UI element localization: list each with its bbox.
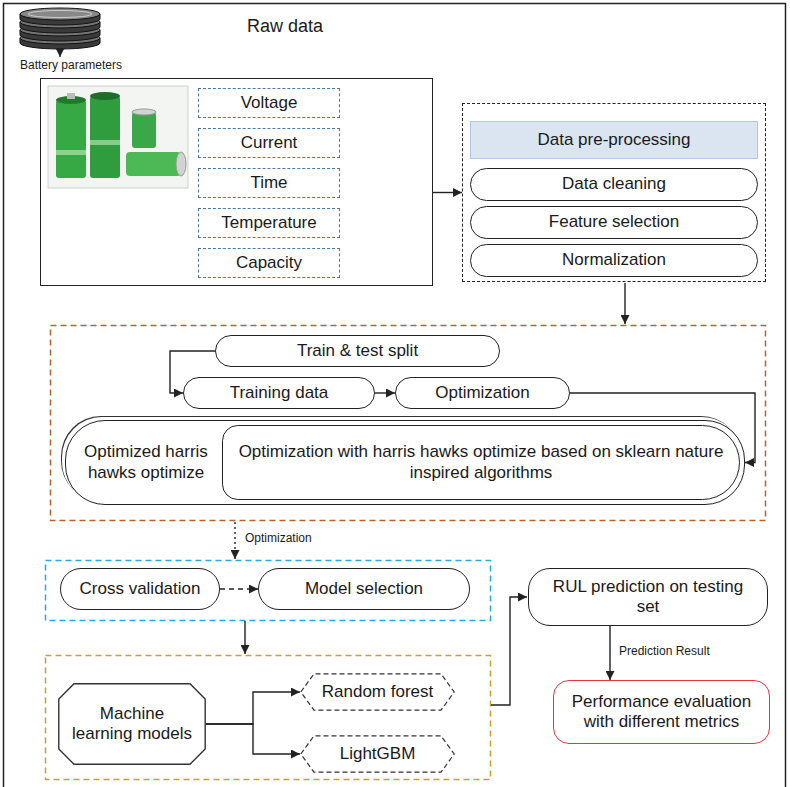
- box-text: Performance evaluation with different me…: [564, 692, 759, 733]
- process-box: Normalization: [470, 244, 758, 277]
- optimizer-panel: Optimized harris hawks optimize Optimizat…: [65, 420, 745, 505]
- label-holder: Prediction Result: [617, 644, 712, 658]
- box-text: Current: [241, 133, 298, 153]
- box-text: Machine learning models: [70, 704, 194, 745]
- box-text: RUL prediction on testing set: [543, 577, 753, 618]
- outer-frame: [4, 4, 786, 787]
- data-stack-icon: [20, 8, 100, 49]
- process-box: Data cleaning: [470, 168, 758, 201]
- parameter-box: Voltage: [198, 88, 340, 118]
- label-holder: Raw data: [245, 16, 325, 38]
- box-text: Model selection: [305, 579, 423, 599]
- box-text: Capacity: [236, 253, 302, 273]
- box-text: Train & test split: [297, 341, 418, 361]
- box-text: Feature selection: [549, 212, 679, 232]
- result-box: Performance evaluation with different me…: [553, 680, 770, 744]
- octagon-box: Machine learning models: [58, 683, 206, 765]
- flow-arrow: [624, 283, 625, 324]
- flow-connector: [220, 588, 258, 589]
- process-box: RUL prediction on testing set: [528, 568, 768, 626]
- parameter-box: Current: [198, 128, 340, 158]
- flow-connector: [375, 392, 395, 393]
- battery-terminal: [67, 93, 75, 99]
- disk-highlight: [28, 11, 92, 18]
- process-box: Model selection: [258, 568, 470, 610]
- process-box: Train & test split: [215, 335, 500, 367]
- process-box: Cross validation: [60, 568, 220, 610]
- box-text: Temperature: [221, 213, 316, 233]
- process-box: Optimization with harris hawks optimize …: [222, 425, 740, 500]
- flow-arrow: [244, 621, 245, 654]
- edge-label: Prediction Result: [617, 644, 712, 658]
- box-text: Time: [250, 173, 287, 193]
- process-box: Optimization: [395, 377, 570, 409]
- hexagon-outline: [301, 674, 454, 710]
- battery-photo: [48, 86, 188, 188]
- battery-cell: [132, 112, 156, 148]
- panel-text: Optimized harris hawks optimize: [76, 442, 216, 483]
- box-text: Voltage: [241, 93, 298, 113]
- octagon-outline: [59, 684, 205, 764]
- box-text: Normalization: [562, 250, 666, 270]
- box-text: Optimization: [435, 383, 529, 403]
- flow-connector: [609, 626, 610, 680]
- model-hexagon: LightGBM: [300, 735, 455, 773]
- optimization-group: [51, 326, 766, 521]
- flow-connector: [206, 724, 300, 754]
- flow-connector: [433, 192, 462, 193]
- flow-connector: [206, 692, 300, 724]
- preprocessing-panel: Data pre-processingData cleaningFeature …: [462, 103, 766, 282]
- parameter-panel: Battery parametersVoltageCurrentTimeTemp…: [40, 78, 433, 286]
- battery-cell: [126, 152, 181, 176]
- photo-ground: [48, 86, 188, 188]
- section-label: Raw data: [245, 16, 325, 38]
- box-text: Random forest: [322, 682, 434, 702]
- model-hexagon: Random forest: [300, 673, 455, 711]
- parameter-box: Capacity: [198, 248, 340, 278]
- flow-arrow: [234, 522, 235, 559]
- battery-band: [90, 140, 120, 145]
- panel-heading: Battery parameters: [20, 58, 122, 72]
- disk-top: [20, 8, 100, 20]
- battery-top: [90, 92, 120, 100]
- battery-end: [176, 152, 186, 176]
- battery-cell: [90, 96, 120, 178]
- parameter-box: Time: [198, 168, 340, 198]
- battery-band: [56, 150, 86, 155]
- battery-top: [132, 109, 156, 115]
- stack-arrow: [59, 48, 60, 57]
- label-holder: Optimization: [243, 531, 314, 545]
- panel-header: Data pre-processing: [470, 121, 758, 159]
- battery-cell: [56, 100, 86, 178]
- process-box: Feature selection: [470, 206, 758, 239]
- flow-arrow: [491, 597, 527, 705]
- box-text: Cross validation: [80, 579, 201, 599]
- hexagon-outline: [301, 736, 454, 772]
- selection-group: [46, 561, 491, 621]
- process-box: Training data: [183, 377, 375, 409]
- models-group: [46, 656, 491, 780]
- box-text: Optimization with harris hawks optimize …: [238, 442, 724, 483]
- parameter-box: Temperature: [198, 208, 340, 238]
- box-text: LightGBM: [340, 744, 416, 764]
- flow-label: Optimization: [243, 531, 314, 545]
- box-text: Data cleaning: [562, 174, 666, 194]
- box-text: Training data: [230, 383, 329, 403]
